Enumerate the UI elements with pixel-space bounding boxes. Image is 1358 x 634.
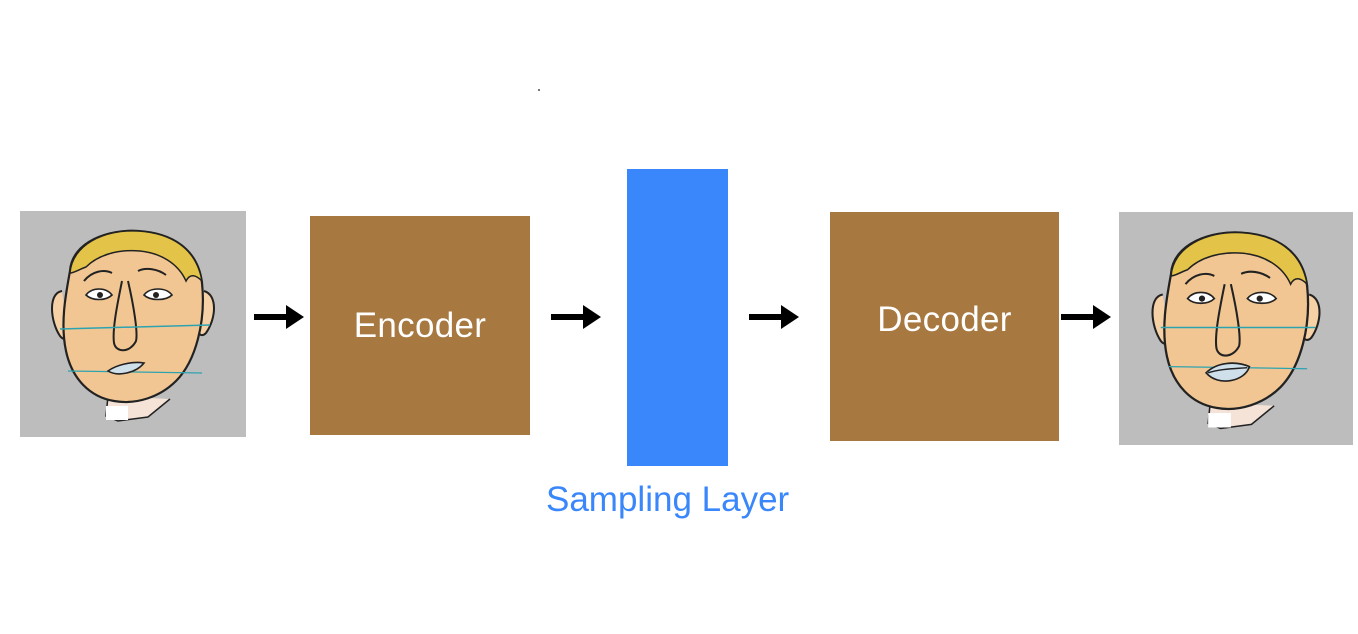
face-drawing-icon (51, 229, 215, 422)
sampling-layer-caption: Sampling Layer (546, 480, 790, 519)
face-drawing-icon (1151, 231, 1321, 430)
arrow-encoder-to-sampling (551, 303, 601, 331)
decoder-block: Decoder (830, 212, 1059, 441)
arrow-decoder-to-output (1061, 303, 1111, 331)
output-face-image (1119, 212, 1353, 445)
encoder-label: Encoder (353, 305, 487, 345)
decoder-label: Decoder (877, 299, 1012, 339)
sampling-layer-block (627, 169, 728, 466)
arrow-sampling-to-decoder (749, 303, 799, 331)
stray-mark (538, 89, 540, 91)
encoder-block: Encoder (310, 216, 530, 435)
arrow-input-to-encoder (254, 303, 304, 331)
input-face-image (20, 211, 246, 437)
